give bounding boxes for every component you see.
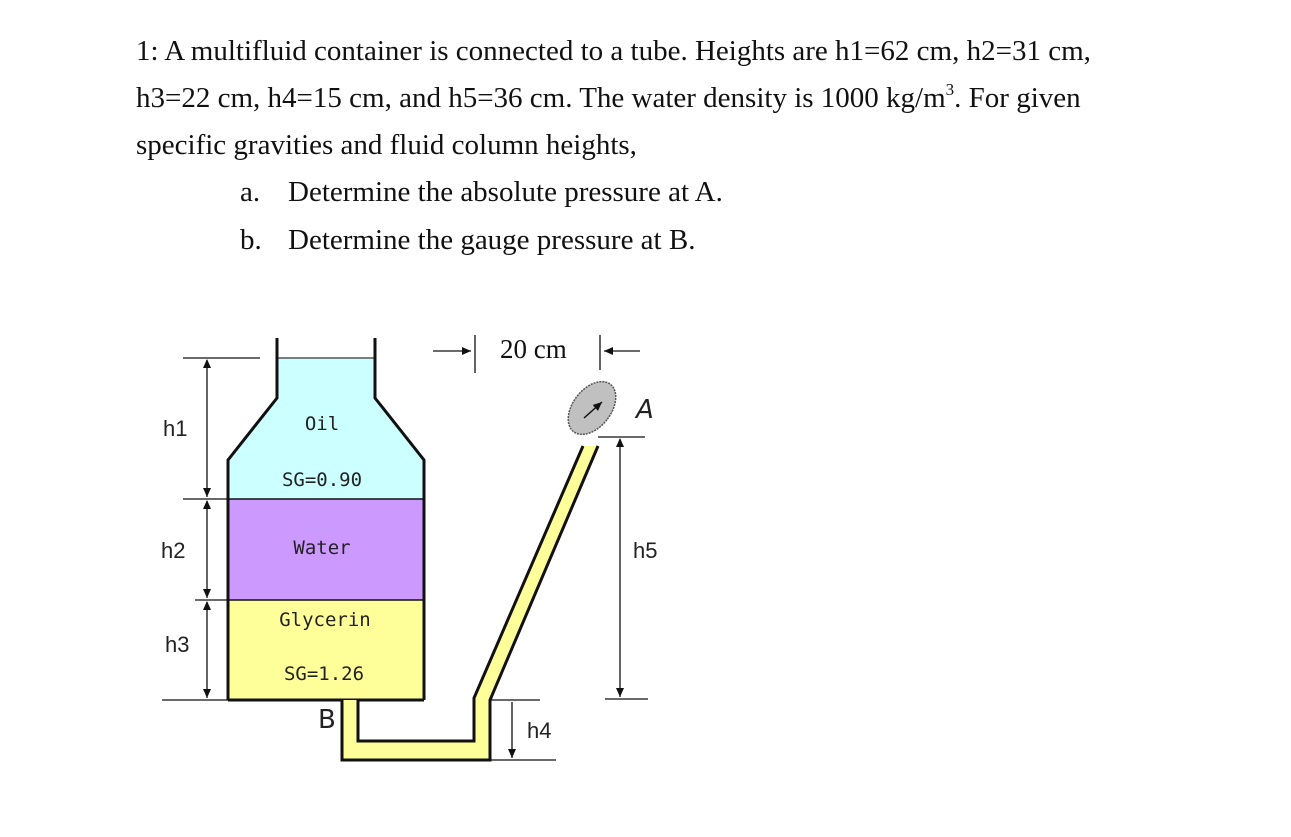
h2-label: h2 (161, 538, 185, 563)
sub-question-b: b. Determine the gauge pressure at B. (240, 224, 695, 257)
tube-inner-wall (356, 445, 585, 743)
sub-question-a: a. Determine the absolute pressure at A. (240, 176, 723, 209)
sub-question-label: b. (240, 224, 262, 256)
oil-label: Oil (305, 413, 339, 435)
problem-text-2: h3=22 cm, h4=15 cm, and h5=36 cm. The wa… (136, 82, 946, 114)
problem-line-2: h3=22 cm, h4=15 cm, and h5=36 cm. The wa… (136, 75, 1196, 122)
sub-question-label: a. (240, 176, 261, 208)
sub-question-text: Determine the absolute pressure at A. (288, 176, 723, 208)
h1-label: h1 (163, 416, 187, 441)
problem-line-3: specific gravities and fluid column heig… (136, 122, 1196, 169)
problem-text-3: specific gravities and fluid column heig… (136, 129, 637, 161)
problem-number: 1: (136, 35, 159, 67)
problem-statement: 1: A multifluid container is connected t… (136, 28, 1196, 169)
width-label: 20 cm (500, 334, 567, 364)
problem-text-2b: . For given (954, 82, 1081, 114)
h3-label: h3 (165, 632, 189, 657)
glycerin-layer (228, 600, 424, 700)
container-wall-left (226, 338, 279, 700)
water-label: Water (293, 537, 350, 559)
manometer-tube (342, 446, 598, 760)
superscript-exponent: 3 (945, 80, 955, 99)
problem-text-1: A multifluid container is connected to a… (164, 35, 1091, 67)
sub-question-text: Determine the gauge pressure at B. (288, 224, 696, 256)
problem-line-1: 1: A multifluid container is connected t… (136, 28, 1196, 75)
h5-label: h5 (633, 538, 657, 563)
pressure-gauge-icon (567, 380, 617, 436)
container-wall-right (373, 338, 426, 700)
point-b-label: B (318, 705, 336, 735)
point-a-label: A (634, 395, 654, 425)
glycerin-label: Glycerin (279, 609, 371, 631)
glycerin-sg-label: SG=1.26 (284, 663, 364, 685)
water-layer (228, 499, 424, 600)
h4-label: h4 (527, 718, 551, 743)
oil-sg-label: SG=0.90 (282, 469, 362, 491)
